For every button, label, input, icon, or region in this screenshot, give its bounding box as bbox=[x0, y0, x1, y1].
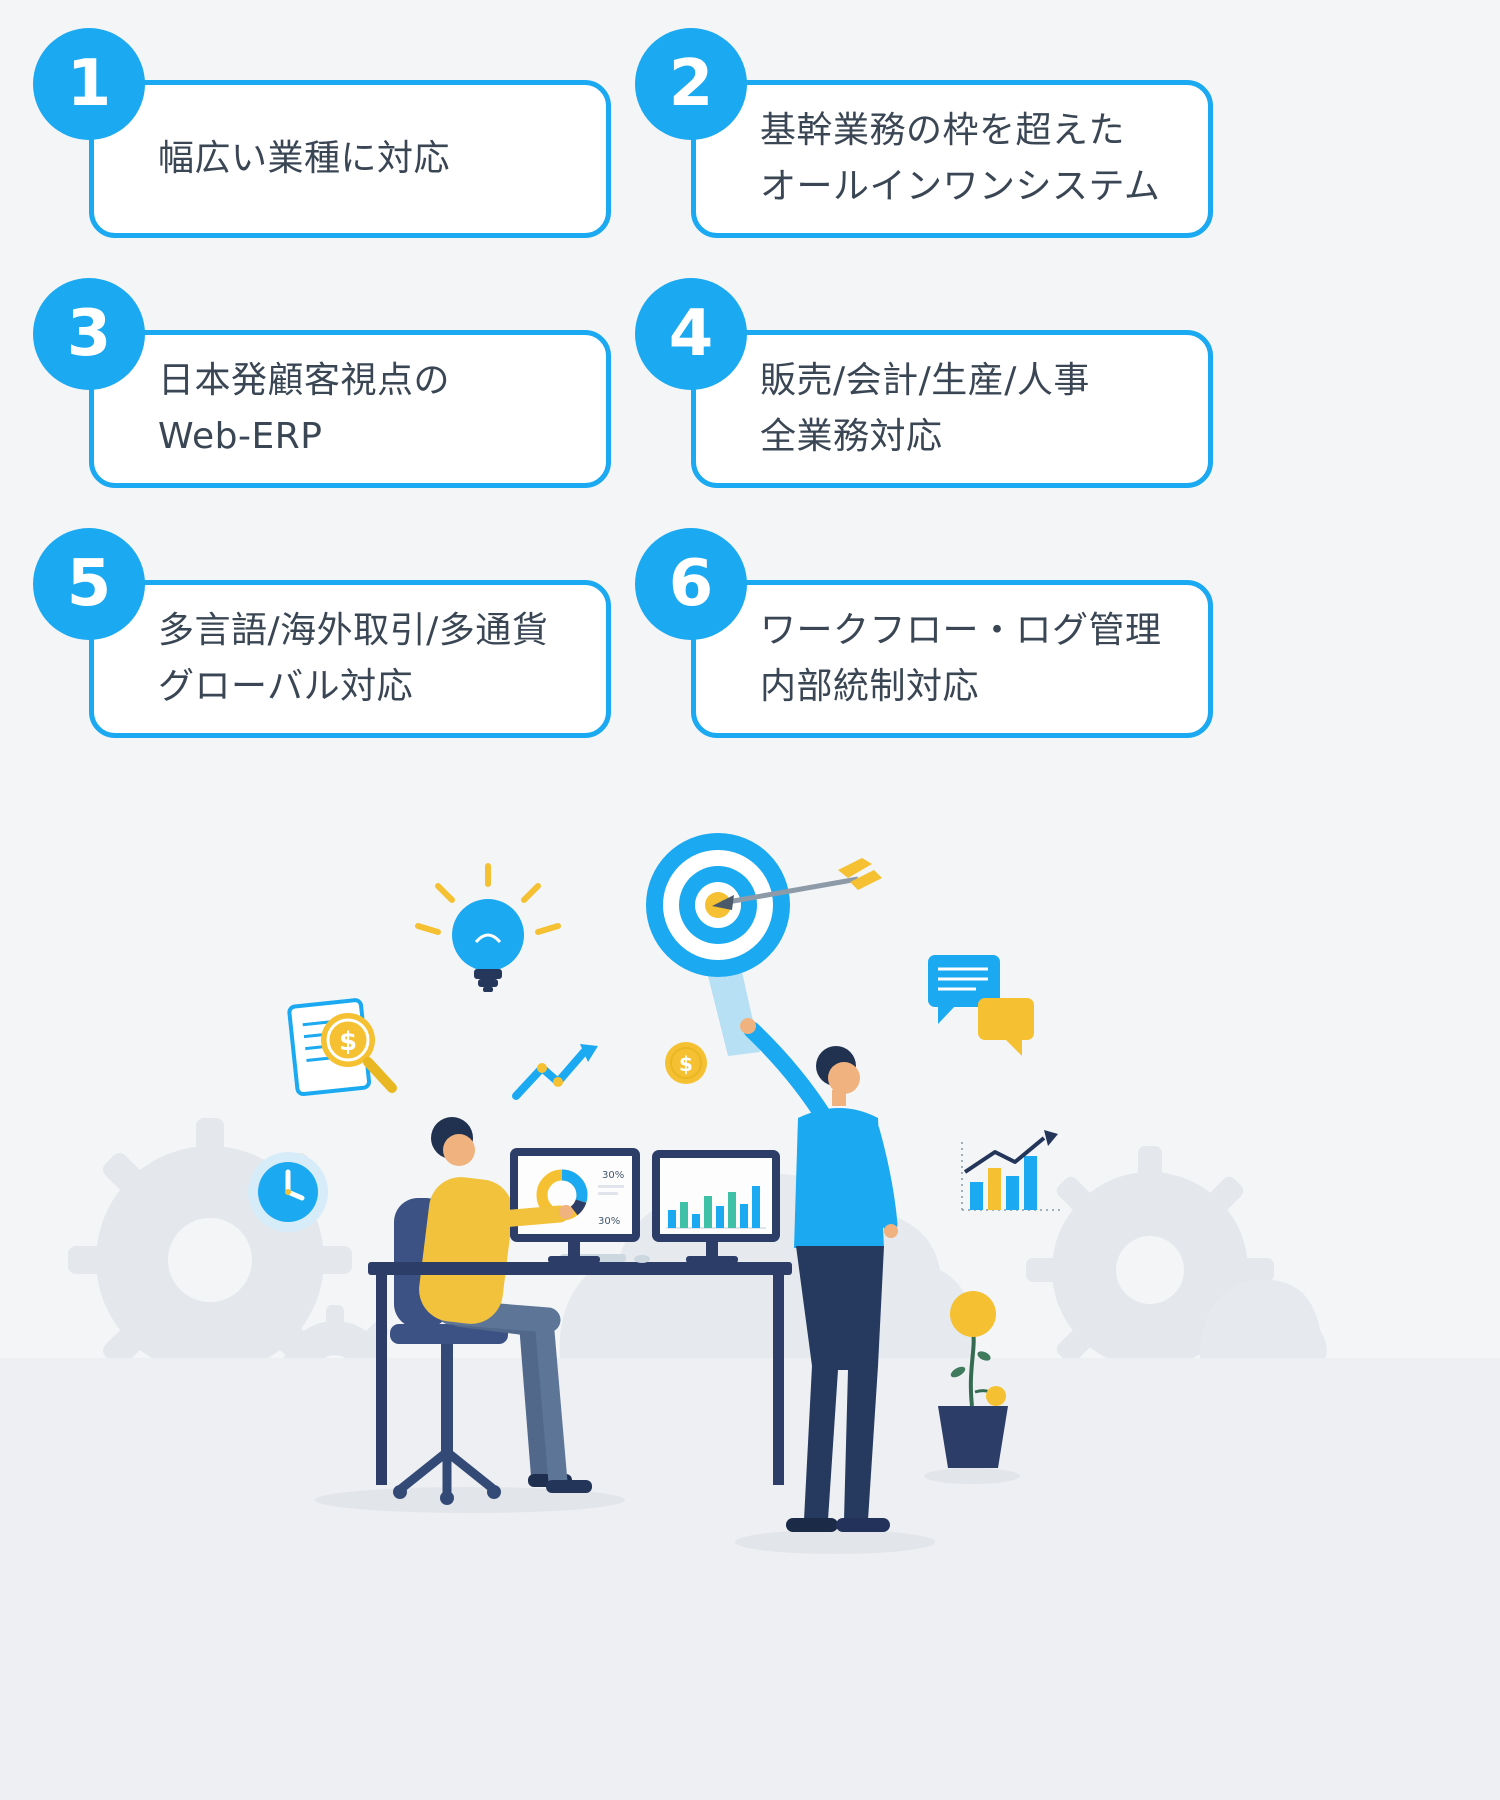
sitting-person bbox=[419, 1117, 592, 1493]
chat-bubbles-icon bbox=[928, 955, 1034, 1056]
feature-number-badge-4: 4 bbox=[635, 278, 747, 390]
plant-pot bbox=[938, 1406, 1008, 1468]
shadow-desk bbox=[315, 1487, 625, 1513]
feature-card-4: 4 販売/会計/生産/人事 全業務対応 bbox=[635, 278, 1213, 488]
feature-number-6: 6 bbox=[668, 547, 714, 621]
feature-text-line: オールインワンシステム bbox=[760, 166, 1161, 207]
feature-text-line: 基幹業務の枠を超えた bbox=[760, 110, 1126, 152]
feature-text-line: 内部統制対応 bbox=[760, 666, 980, 707]
shadow-standing-person bbox=[735, 1530, 935, 1554]
plant bbox=[938, 1291, 1008, 1468]
feature-card-3: 3 日本発顧客視点の Web-ERP bbox=[33, 278, 611, 488]
office-illustration: $ $ bbox=[0, 833, 1500, 1800]
feature-number-4: 4 bbox=[668, 297, 714, 371]
feature-number-5: 5 bbox=[66, 547, 112, 621]
desk bbox=[368, 1254, 792, 1485]
feature-number-badge-6: 6 bbox=[635, 528, 747, 640]
svg-text:$: $ bbox=[679, 1052, 693, 1076]
feature-text-line: 幅広い業種に対応 bbox=[158, 138, 451, 180]
growth-line-icon bbox=[512, 1044, 598, 1100]
feature-card-5: 5 多言語/海外取引/多通貨 グローバル対応 bbox=[33, 528, 611, 738]
svg-text:$: $ bbox=[339, 1027, 357, 1057]
feature-box-3: 日本発顧客視点の Web-ERP bbox=[89, 330, 611, 488]
sitting-person-face bbox=[443, 1134, 475, 1166]
monitor-left: 30% 30% bbox=[510, 1148, 640, 1263]
mouse bbox=[634, 1255, 650, 1263]
clock-icon bbox=[248, 1152, 328, 1232]
feature-card-1: 1 幅広い業種に対応 bbox=[33, 28, 611, 238]
standing-person bbox=[740, 1018, 898, 1532]
donut-label-2: 30% bbox=[598, 1216, 620, 1227]
magnifier-coin-icon: $ bbox=[321, 1013, 397, 1093]
feature-grid: 1 幅広い業種に対応 2 基幹業務の枠を超えた オールインワンシステム 3 日本… bbox=[33, 28, 1213, 738]
lightbulb-icon bbox=[415, 863, 561, 992]
monitor-right bbox=[652, 1150, 780, 1263]
standing-person-hand bbox=[884, 1224, 898, 1238]
feature-text-line: Web-ERP bbox=[158, 416, 323, 457]
feature-number-1: 1 bbox=[66, 47, 112, 121]
feature-number-badge-2: 2 bbox=[635, 28, 747, 140]
feature-text-line: 多言語/海外取引/多通貨 bbox=[158, 610, 549, 652]
feature-text-line: 日本発顧客視点の bbox=[158, 360, 451, 402]
feature-number-2: 2 bbox=[668, 47, 714, 121]
sitting-person-hand bbox=[559, 1205, 573, 1219]
cloud-blob-right bbox=[1200, 1279, 1327, 1360]
sitting-person-arm bbox=[481, 1205, 573, 1229]
feature-box-5: 多言語/海外取引/多通貨 グローバル対応 bbox=[89, 580, 611, 738]
feature-text-line: ワークフロー・ログ管理 bbox=[760, 610, 1162, 652]
target-icon bbox=[646, 833, 882, 1056]
feature-number-3: 3 bbox=[66, 297, 112, 371]
feature-card-2: 2 基幹業務の枠を超えた オールインワンシステム bbox=[635, 28, 1213, 238]
feature-text-line: 販売/会計/生産/人事 bbox=[760, 360, 1090, 402]
feature-card-6: 6 ワークフロー・ログ管理 内部統制対応 bbox=[635, 528, 1213, 738]
feature-number-badge-5: 5 bbox=[33, 528, 145, 640]
feature-box-4: 販売/会計/生産/人事 全業務対応 bbox=[691, 330, 1213, 488]
feature-text-line: グローバル対応 bbox=[158, 666, 414, 707]
screen-bar-chart bbox=[666, 1186, 766, 1229]
gear-right-icon bbox=[1026, 1146, 1274, 1394]
feature-number-badge-3: 3 bbox=[33, 278, 145, 390]
standing-person-face bbox=[828, 1062, 860, 1094]
bar-chart-icon bbox=[961, 1130, 1062, 1211]
standing-person-raised-hand bbox=[740, 1018, 756, 1034]
shadow-plant bbox=[924, 1468, 1020, 1484]
feature-box-6: ワークフロー・ログ管理 内部統制対応 bbox=[691, 580, 1213, 738]
donut-label-1: 30% bbox=[602, 1170, 624, 1181]
feature-box-1: 幅広い業種に対応 bbox=[89, 80, 611, 238]
floor bbox=[0, 1358, 1500, 1800]
feature-box-2: 基幹業務の枠を超えた オールインワンシステム bbox=[691, 80, 1213, 238]
feature-number-badge-1: 1 bbox=[33, 28, 145, 140]
dollar-coin-icon: $ bbox=[665, 1042, 707, 1084]
feature-text-line: 全業務対応 bbox=[760, 416, 943, 457]
